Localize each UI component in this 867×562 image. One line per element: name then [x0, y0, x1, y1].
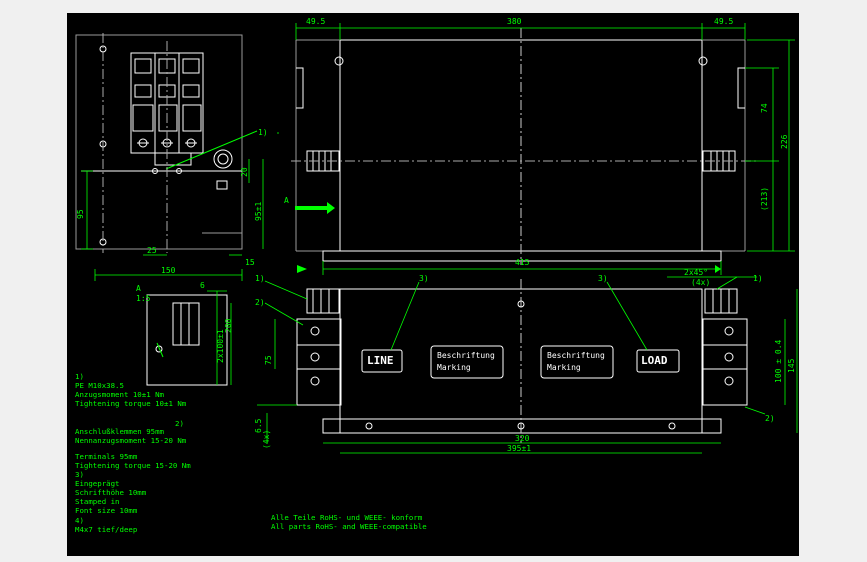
- mounting-plate: [322, 250, 722, 262]
- note-line: 1): [75, 372, 84, 381]
- dim-15: 15: [245, 258, 255, 267]
- terminal-line: [296, 318, 342, 406]
- drawing-sheet: 49.5 380 49.5 415 74 226 (213) A 95 20 9…: [67, 13, 799, 556]
- dim-bottom: 415: [515, 258, 530, 267]
- footer-line-2: All parts RoHS- and WEEE-compatible: [271, 522, 427, 531]
- callout-1b: 1): [753, 274, 763, 283]
- marking-box-1: [430, 345, 504, 379]
- dim-25: 25: [147, 246, 157, 255]
- callout-3a: 3): [419, 274, 429, 283]
- note-line: Anschlußklemmen 95mm: [75, 427, 165, 436]
- callout-2b: 2): [765, 414, 775, 423]
- gland-left: [306, 150, 340, 172]
- note-line: 3): [75, 470, 84, 479]
- dim-center: 380: [507, 17, 522, 26]
- dim-213: (213): [760, 187, 769, 211]
- dim-4x: (4x): [262, 430, 271, 449]
- line-label-box: [361, 349, 403, 373]
- marking-2-line1: Beschriftung: [547, 351, 605, 360]
- note-line: M4x7 tief/deep: [75, 525, 137, 534]
- dim-95tol: 95±1: [254, 202, 263, 221]
- note-line: Schrifthöhe 10mm: [75, 488, 147, 497]
- note-line: Terminals 95mm: [75, 452, 138, 461]
- line-label: LINE: [367, 354, 394, 367]
- dim-150: 150: [161, 266, 176, 275]
- load-label: LOAD: [641, 354, 668, 367]
- note-line: 2): [175, 419, 184, 428]
- footer-line-1: Alle Teile RoHS- und WEEE- konform: [271, 513, 423, 522]
- marking-1-line1: Beschriftung: [437, 351, 495, 360]
- note-line: Tightening torque 10±1 Nm: [75, 399, 187, 408]
- chamfer-sub: (4x): [691, 278, 710, 287]
- load-label-box: [636, 349, 680, 373]
- dim-65: 6.5: [254, 418, 263, 433]
- technical-drawing: 49.5 380 49.5 415 74 226 (213) A 95 20 9…: [75, 17, 798, 534]
- detail-a-title: A: [136, 284, 141, 293]
- marking-box-2: [540, 345, 614, 379]
- dim-right: 49.5: [714, 17, 733, 26]
- note-line: PE M10x38.5: [75, 381, 124, 390]
- dim-100: 100 ± 0.4: [774, 339, 783, 383]
- dim-395: 395±1: [507, 444, 531, 453]
- note-line: Font size 10mm: [75, 506, 138, 515]
- arrow-label: A: [284, 196, 289, 205]
- marking-2-line2: Marking: [547, 363, 581, 372]
- gland-right: [702, 150, 736, 172]
- dim-226: 226: [780, 134, 789, 149]
- dim-20: 20: [240, 167, 249, 177]
- notes-block: 1) PE M10x38.5 Anzugsmoment 10±1 Nm Tigh…: [75, 372, 191, 534]
- dim-200: 200: [224, 318, 233, 333]
- note-line: Eingeprägt: [75, 479, 120, 488]
- note-line: 4): [75, 516, 84, 525]
- dim-145: 145: [787, 358, 796, 373]
- dim-left: 49.5: [306, 17, 325, 26]
- dim-2x100: 2x100±1: [216, 329, 225, 363]
- note-line: Nennanzugsmoment 15-20 Nm: [75, 436, 187, 445]
- chamfer: 2x45°: [684, 268, 708, 277]
- terminal-load: [702, 318, 748, 406]
- callout-2a: 2): [255, 298, 265, 307]
- detail-a-body: [146, 294, 228, 386]
- side-view-frame: [75, 34, 243, 250]
- note-line: Stamped in: [75, 497, 120, 506]
- note-line: Tightening torque 15-20 Nm: [75, 461, 191, 470]
- note-line: Anzugsmoment 10±1 Nm: [75, 390, 165, 399]
- dim-320: 320: [515, 434, 530, 443]
- dim-95: 95: [76, 209, 85, 219]
- side-callout-1: 1): [258, 128, 268, 137]
- dim-74: 74: [760, 103, 769, 113]
- dim-75: 75: [264, 355, 273, 365]
- detail-a-scale: 1:5: [136, 294, 151, 303]
- callout-1a: 1): [255, 274, 265, 283]
- marking-1-line2: Marking: [437, 363, 471, 372]
- dim-6: 6: [200, 281, 205, 290]
- callout-3b: 3): [598, 274, 608, 283]
